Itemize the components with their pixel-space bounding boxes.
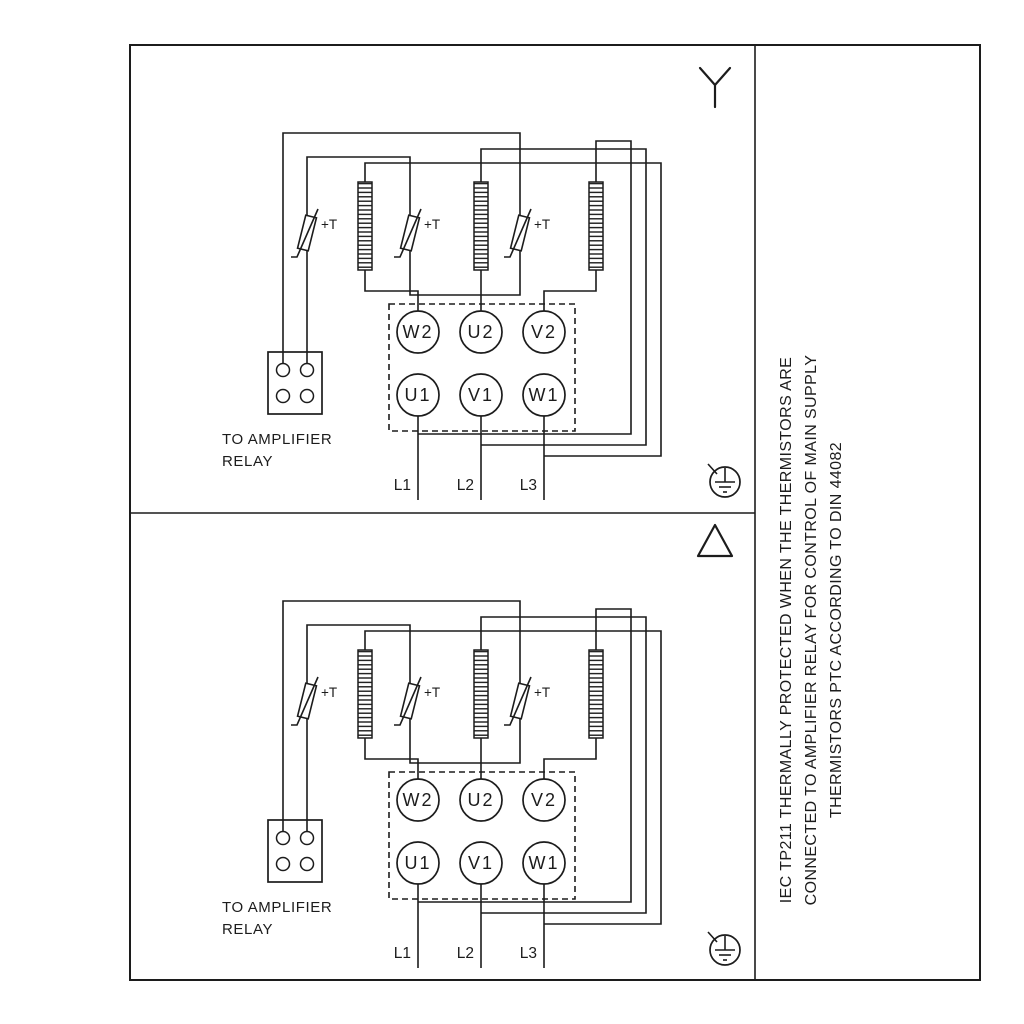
relay-pin	[275, 362, 291, 378]
relay-caption-line1: TO AMPLIFIER	[222, 899, 332, 916]
terminal-w1	[522, 373, 566, 417]
terminal-w2	[396, 310, 440, 354]
terminal-label: W2	[403, 790, 434, 810]
wye-icon	[698, 66, 732, 109]
terminal-label: V2	[531, 790, 557, 810]
side-note-line2: CONNECTED TO AMPLIFIER RELAY FOR CONTROL…	[803, 355, 820, 906]
terminal-row-bottom: U1 V1 W1	[396, 841, 566, 885]
terminal-row-top: W2 U2 V2	[396, 310, 566, 354]
thermistor-icon: +T	[291, 676, 337, 726]
delta-icon	[696, 523, 734, 558]
thermistor-label: +T	[424, 217, 440, 232]
thermistor-label: +T	[321, 685, 337, 700]
terminal-row-bottom: U1 V1 W1	[396, 373, 566, 417]
thermistor-icon: +T	[504, 676, 550, 726]
relay-pin	[275, 388, 291, 404]
star-panel: +T +T +T W2 U2 V2 U1 V1 W1	[222, 66, 741, 500]
motor-winding-icon	[473, 181, 489, 271]
terminal-label: V1	[468, 385, 494, 405]
motor-winding-icon	[357, 181, 373, 271]
terminal-block-outline	[388, 303, 576, 432]
terminal-w2	[396, 778, 440, 822]
supply-label-l2: L2	[457, 945, 474, 962]
relay-pin	[275, 856, 291, 872]
earth-ground-icon	[707, 931, 741, 966]
terminal-u1	[396, 841, 440, 885]
terminal-u1	[396, 373, 440, 417]
terminal-label: U2	[467, 790, 494, 810]
winding-terminal-wires	[364, 140, 662, 457]
terminal-w1	[522, 841, 566, 885]
motor-winding-icon	[588, 181, 604, 271]
terminal-v2	[522, 310, 566, 354]
thermistor-label: +T	[534, 217, 550, 232]
terminal-label: U2	[467, 322, 494, 342]
side-note: IEC TP211 THERMALLY PROTECTED WHEN THE T…	[778, 355, 845, 906]
amplifier-relay-box	[267, 819, 323, 883]
amplifier-relay-box	[267, 351, 323, 415]
relay-pin	[299, 362, 315, 378]
supply-label-l1: L1	[394, 945, 411, 962]
terminal-u2	[459, 310, 503, 354]
terminal-label: W1	[529, 853, 560, 873]
terminal-u2	[459, 778, 503, 822]
terminal-label: W2	[403, 322, 434, 342]
terminal-label: V2	[531, 322, 557, 342]
supply-line-wires	[417, 416, 545, 500]
thermistor-label: +T	[534, 685, 550, 700]
thermistor-icon: +T	[291, 208, 337, 258]
winding-terminal-wires	[364, 608, 662, 925]
relay-pin	[299, 388, 315, 404]
thermistor-label: +T	[321, 217, 337, 232]
thermistor-icon: +T	[504, 208, 550, 258]
relay-caption-line2: RELAY	[222, 453, 273, 470]
relay-caption-line2: RELAY	[222, 921, 273, 938]
terminal-label: V1	[468, 853, 494, 873]
delta-panel: +T +T +T W2 U2 V2 U1 V1 W1	[222, 523, 741, 968]
terminal-label: W1	[529, 385, 560, 405]
supply-label-l1: L1	[394, 477, 411, 494]
thermistor-chain-wires	[282, 132, 521, 363]
terminal-label: U1	[404, 853, 431, 873]
relay-pin	[299, 830, 315, 846]
amplifier-relay: TO AMPLIFIER RELAY	[222, 351, 332, 470]
side-note-line3: THERMISTORS PTC ACCORDING TO DIN 44082	[828, 442, 845, 818]
motor-winding-icon	[357, 649, 373, 739]
terminal-v2	[522, 778, 566, 822]
relay-caption-line1: TO AMPLIFIER	[222, 431, 332, 448]
terminal-v1	[459, 841, 503, 885]
thermistor-icon: +T	[394, 208, 440, 258]
motor-winding-icon	[473, 649, 489, 739]
relay-pin	[275, 830, 291, 846]
terminal-label: U1	[404, 385, 431, 405]
earth-ground-icon	[707, 463, 741, 498]
thermistor-chain-wires	[282, 600, 521, 831]
terminal-row-top: W2 U2 V2	[396, 778, 566, 822]
side-note-line1: IEC TP211 THERMALLY PROTECTED WHEN THE T…	[778, 357, 795, 903]
supply-label-l3: L3	[520, 477, 537, 494]
motor-winding-icon	[588, 649, 604, 739]
relay-pin	[299, 856, 315, 872]
supply-label-l2: L2	[457, 477, 474, 494]
supply-line-wires	[417, 884, 545, 968]
terminal-block-outline	[388, 771, 576, 900]
amplifier-relay: TO AMPLIFIER RELAY	[222, 819, 332, 938]
supply-label-l3: L3	[520, 945, 537, 962]
thermistor-icon: +T	[394, 676, 440, 726]
thermistor-label: +T	[424, 685, 440, 700]
terminal-v1	[459, 373, 503, 417]
